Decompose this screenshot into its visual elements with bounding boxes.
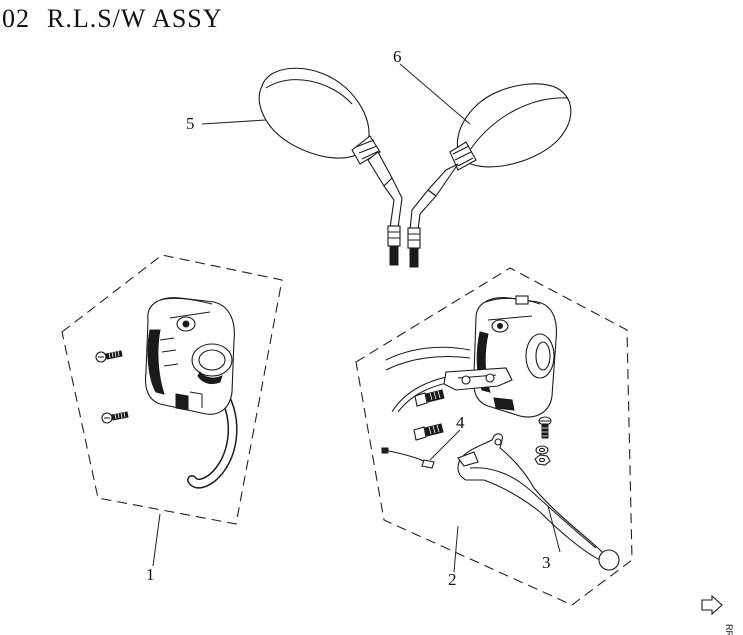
right-mirror	[407, 83, 572, 268]
left-screw-lower	[101, 411, 129, 424]
callout-2: 2	[448, 570, 457, 589]
right-switch-group-boundary	[355, 267, 633, 606]
right-screw-lower	[413, 423, 444, 441]
leader-line-3	[547, 505, 561, 553]
direction-label: RR.	[724, 624, 734, 635]
brake-lever	[457, 433, 620, 571]
callout-5: 5	[186, 114, 195, 133]
diagram-title: R.L.S/W ASSY	[47, 4, 223, 33]
left-handlebar-switch	[144, 297, 238, 489]
left-mirror	[258, 67, 403, 266]
leader-line-6	[399, 63, 471, 125]
left-screw-upper	[95, 350, 123, 363]
leader-line-5	[201, 119, 267, 125]
lever-nut	[534, 454, 551, 466]
leader-line-1	[152, 513, 161, 567]
lever-washer	[535, 445, 549, 455]
left-switch-group-boundary	[61, 254, 283, 525]
hollow-arrow-icon	[701, 594, 723, 616]
brake-light-switch	[381, 447, 435, 469]
leader-line-2	[453, 525, 459, 573]
callout-3: 3	[542, 553, 551, 572]
page-number: 02	[2, 4, 30, 33]
right-screw-upper	[414, 389, 445, 407]
callout-1: 1	[146, 565, 155, 584]
right-handlebar-switch	[385, 295, 558, 418]
direction-marker: RR.	[701, 594, 734, 635]
callout-6: 6	[393, 47, 402, 66]
leader-line-4	[429, 429, 461, 461]
lever-pivot-bolt	[538, 416, 552, 439]
callout-4: 4	[456, 413, 465, 432]
